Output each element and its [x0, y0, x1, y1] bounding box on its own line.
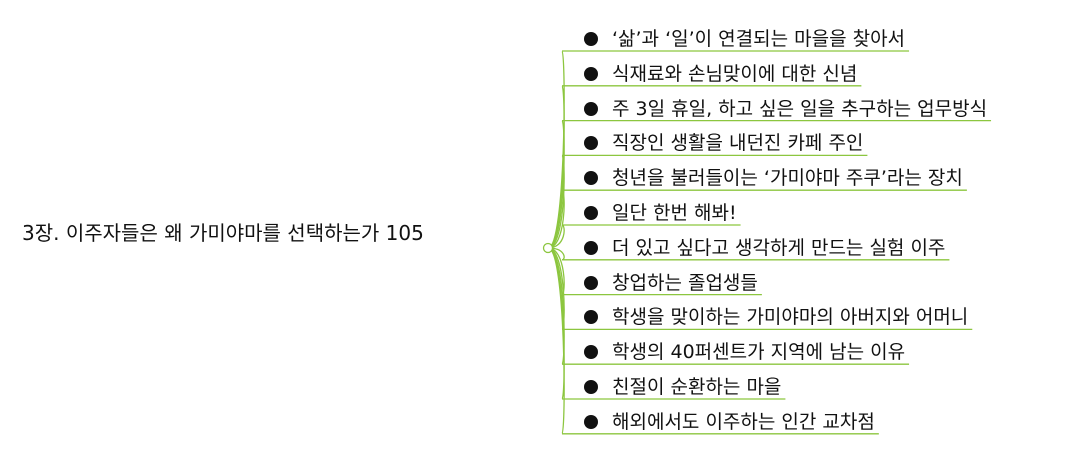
bullet-icon — [584, 240, 598, 255]
branch-item: 해외에서도 이주하는 인간 교차점 — [584, 408, 875, 436]
branch-item: 더 있고 싶다고 생각하게 만드는 실험 이주 — [584, 234, 945, 262]
bullet-icon — [584, 206, 598, 220]
branch-label: 식재료와 손님맞이에 대한 신념 — [612, 62, 858, 85]
branch-label: 청년을 불러들이는 ‘가미야마 주쿠’라는 장치 — [612, 167, 963, 190]
branch-label: 일단 한번 해봐! — [612, 202, 737, 224]
bullet-icon — [584, 275, 598, 290]
bullet-icon — [584, 136, 598, 151]
branch-item: 창업하는 졸업생들 — [584, 269, 758, 297]
branch-label: 창업하는 졸업생들 — [612, 271, 758, 294]
branch-item: 식재료와 손님맞이에 대한 신념 — [584, 60, 857, 88]
branch-label: 주 3일 휴일, 하고 싶은 일을 추구하는 업무방식 — [612, 97, 988, 120]
branch-label: 학생의 40퍼센트가 지역에 남는 이유 — [612, 341, 906, 364]
branch-item: 학생의 40퍼센트가 지역에 남는 이유 — [584, 338, 905, 366]
bullet-icon — [584, 310, 598, 325]
bullet-icon — [584, 345, 598, 360]
branch-item: 학생을 맞이하는 가미야마의 아버지와 어머니 — [584, 303, 968, 331]
bullet-icon — [584, 101, 598, 116]
branch-item: 청년을 불러들이는 ‘가미야마 주쿠’라는 장치 — [584, 164, 963, 192]
bullet-icon — [584, 32, 598, 46]
bullet-icon — [584, 380, 598, 394]
root-node-circle[interactable] — [542, 242, 554, 254]
branch-label: 직장인 생활을 내던진 카페 주인 — [612, 132, 864, 155]
branch-item: 직장인 생활을 내던진 카페 주인 — [584, 129, 863, 157]
branch-label: 학생을 맞이하는 가미야마의 아버지와 어머니 — [612, 306, 969, 329]
branch-item: 주 3일 휴일, 하고 싶은 일을 추구하는 업무방식 — [584, 95, 987, 123]
bullet-icon — [584, 171, 598, 186]
branch-item: 친절이 순환하는 마을 — [584, 373, 781, 401]
bullet-icon — [584, 414, 598, 429]
branch-label: 더 있고 싶다고 생각하게 만드는 실험 이주 — [612, 236, 946, 259]
branch-connector — [547, 247, 879, 435]
branch-label: ‘삶’과 ‘일’이 연결되는 마을을 찾아서 — [612, 28, 906, 50]
branch-label: 해외에서도 이주하는 인간 교차점 — [612, 410, 875, 433]
branch-label: 친절이 순환하는 마을 — [612, 376, 782, 398]
branch-item: ‘삶’과 ‘일’이 연결되는 마을을 찾아서 — [584, 25, 905, 53]
bullet-icon — [584, 66, 598, 81]
root-topic: 3장. 이주자들은 왜 가미야마를 선택하는가 105 — [22, 221, 424, 245]
branch-item: 일단 한번 해봐! — [584, 199, 737, 227]
branch-connector — [547, 189, 967, 249]
